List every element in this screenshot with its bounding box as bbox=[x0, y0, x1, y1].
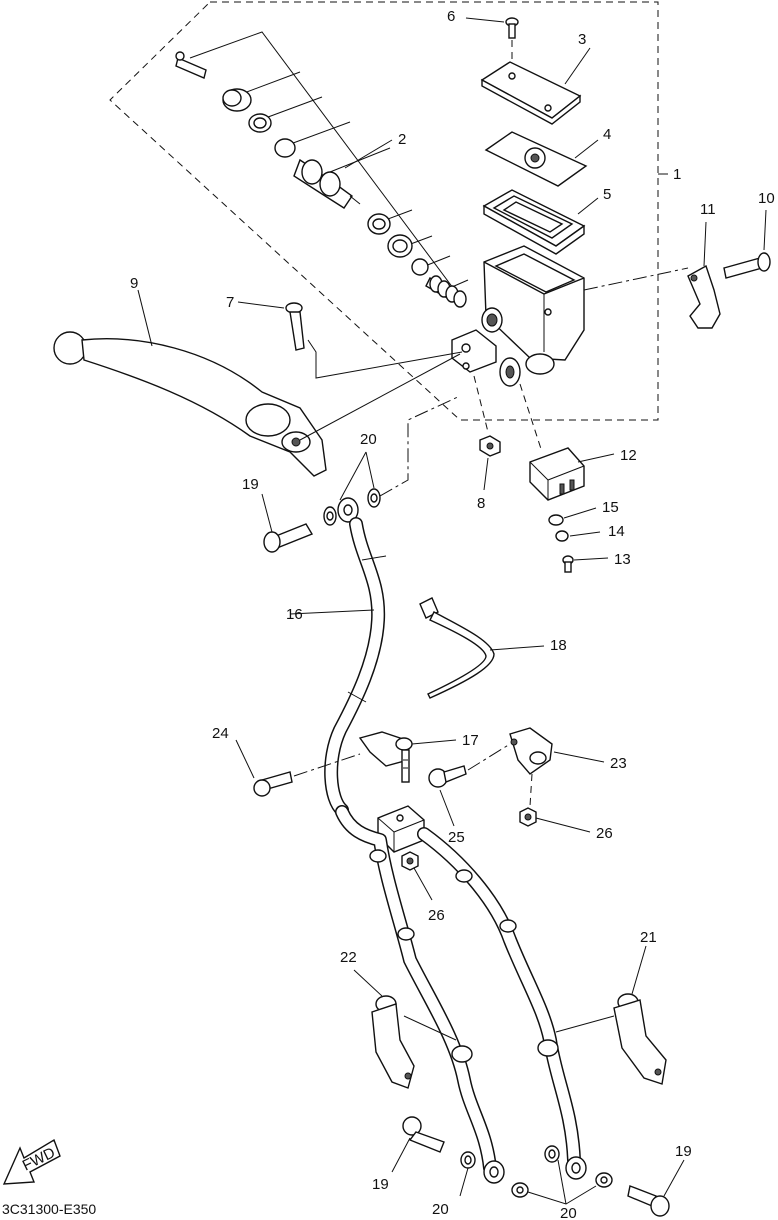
label-24: 24 bbox=[212, 725, 229, 742]
master-cylinder-body bbox=[451, 245, 585, 387]
bracket-23 bbox=[509, 727, 553, 775]
label-23: 23 bbox=[610, 755, 627, 772]
nut-8 bbox=[479, 435, 501, 457]
hose-bracket-22 bbox=[371, 995, 415, 1089]
fwd-arrow-icon: FWD bbox=[2, 1138, 61, 1185]
cable-tie-18 bbox=[419, 597, 495, 699]
diaphragm-5 bbox=[482, 189, 586, 255]
label-7: 7 bbox=[226, 294, 234, 311]
holder-11 bbox=[687, 264, 721, 329]
union-bolt-19-bottom-left bbox=[402, 1116, 445, 1153]
union-bolt-19-top bbox=[263, 523, 314, 553]
assembly-1-boundary bbox=[109, 1, 659, 421]
piston-kit-2 bbox=[175, 31, 469, 308]
diagram-code: 3C31300-E350 bbox=[2, 1201, 96, 1217]
joint-bracket-17 bbox=[358, 731, 413, 783]
screw-6 bbox=[505, 17, 519, 39]
label-11: 11 bbox=[700, 201, 716, 218]
bolt-10 bbox=[723, 252, 771, 279]
leader-2 bbox=[344, 139, 393, 169]
nut-26-right bbox=[519, 807, 537, 827]
label-20-top: 20 bbox=[360, 431, 377, 448]
label-9: 9 bbox=[130, 275, 138, 292]
label-16: 16 bbox=[286, 606, 303, 623]
label-18: 18 bbox=[550, 637, 567, 654]
label-8: 8 bbox=[477, 495, 485, 512]
label-26-center: 26 bbox=[428, 907, 445, 924]
label-12: 12 bbox=[620, 447, 637, 464]
label-19-top: 19 bbox=[242, 476, 259, 493]
label-14: 14 bbox=[608, 523, 625, 540]
label-26-right: 26 bbox=[596, 825, 613, 842]
label-10: 10 bbox=[758, 190, 775, 207]
label-25: 25 bbox=[448, 829, 465, 846]
lock-washer-14 bbox=[555, 530, 569, 542]
hose-bracket-21 bbox=[613, 993, 667, 1085]
screw-7 bbox=[285, 302, 305, 351]
nut-26-center bbox=[401, 851, 419, 871]
label-21: 21 bbox=[640, 929, 657, 946]
label-19-bottom-left: 19 bbox=[372, 1176, 389, 1193]
label-3: 3 bbox=[578, 31, 586, 48]
label-4: 4 bbox=[603, 126, 611, 143]
front-brake-switch-12 bbox=[529, 447, 585, 501]
brake-hose-right bbox=[417, 827, 581, 1167]
union-bolt-19-bottom-right bbox=[627, 1185, 670, 1217]
label-13: 13 bbox=[614, 551, 631, 568]
label-1: 1 bbox=[673, 166, 681, 183]
screw-13 bbox=[562, 555, 574, 573]
label-22: 22 bbox=[340, 949, 357, 966]
label-19-bottom-right: 19 bbox=[675, 1143, 692, 1160]
bolt-25 bbox=[428, 765, 467, 788]
label-20-bottom-right: 20 bbox=[560, 1205, 577, 1220]
label-20-bottom-left: 20 bbox=[432, 1201, 449, 1218]
bolt-24 bbox=[253, 771, 293, 797]
label-6: 6 bbox=[447, 8, 455, 25]
washer-15 bbox=[548, 514, 564, 526]
label-2: 2 bbox=[398, 131, 406, 148]
lever-9 bbox=[53, 331, 327, 477]
label-15: 15 bbox=[602, 499, 619, 516]
label-17: 17 bbox=[462, 732, 479, 749]
label-5: 5 bbox=[603, 186, 611, 203]
